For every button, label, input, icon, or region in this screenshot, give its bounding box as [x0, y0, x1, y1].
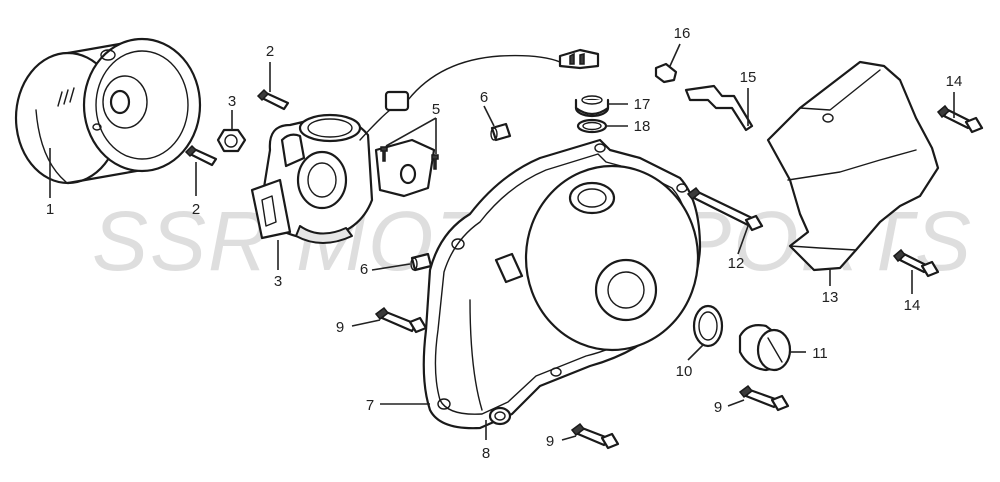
bolt-part-14a — [936, 104, 984, 134]
plug-part-11 — [738, 324, 792, 372]
callout-labels: 1 2 2 3 3 5 6 6 7 8 9 9 9 10 11 12 13 14… — [46, 25, 963, 462]
callout-18: 18 — [634, 118, 651, 135]
callout-6-top: 6 — [480, 89, 488, 106]
callout-17: 17 — [634, 96, 651, 113]
callout-6-bottom: 6 — [360, 261, 368, 278]
callout-16: 16 — [674, 25, 691, 42]
cover-part-13 — [766, 60, 940, 272]
stator-assembly-part — [250, 48, 600, 244]
flywheel-rotor-part — [14, 37, 202, 185]
callout-14-bottom: 14 — [904, 297, 921, 314]
callout-8: 8 — [482, 445, 490, 462]
ring-part-18 — [576, 118, 608, 134]
bolt-part-9a — [374, 306, 428, 334]
bolt-part-9b — [738, 384, 790, 412]
callout-14-top: 14 — [946, 73, 963, 90]
callout-5: 5 — [432, 101, 440, 118]
callout-15: 15 — [740, 69, 757, 86]
callout-1: 1 — [46, 201, 54, 218]
cap-part-17 — [574, 95, 610, 118]
o-ring-part-10 — [692, 304, 724, 348]
callout-12: 12 — [728, 255, 745, 272]
bolt-part-2a — [256, 88, 290, 111]
bracket-part-15 — [684, 84, 754, 132]
callout-2-top: 2 — [266, 43, 274, 60]
dowel-pin-part-6b — [410, 252, 433, 272]
crankcase-cover-part-7 — [422, 138, 702, 430]
callout-3-top: 3 — [228, 93, 236, 110]
callout-9-bottom: 9 — [546, 433, 554, 450]
leader-lines — [49, 43, 955, 441]
long-bolt-part-12 — [686, 186, 764, 232]
callout-9-right: 9 — [714, 399, 722, 416]
callout-7: 7 — [366, 397, 374, 414]
bolt-part-2b — [184, 144, 218, 167]
nut-part-3 — [216, 128, 247, 153]
callout-2-bottom: 2 — [192, 201, 200, 218]
boss-part-8 — [488, 406, 512, 426]
callout-11: 11 — [812, 345, 828, 362]
screw-part-5 — [380, 146, 439, 170]
callout-9-left: 9 — [336, 319, 344, 336]
dowel-pin-part-6a — [490, 122, 512, 142]
callout-10: 10 — [676, 363, 693, 380]
callout-3-bottom: 3 — [274, 273, 282, 290]
bolt-part-9c — [570, 422, 620, 450]
callout-13: 13 — [822, 289, 839, 306]
bolt-part-16 — [654, 62, 678, 84]
bolt-part-14b — [892, 248, 940, 278]
